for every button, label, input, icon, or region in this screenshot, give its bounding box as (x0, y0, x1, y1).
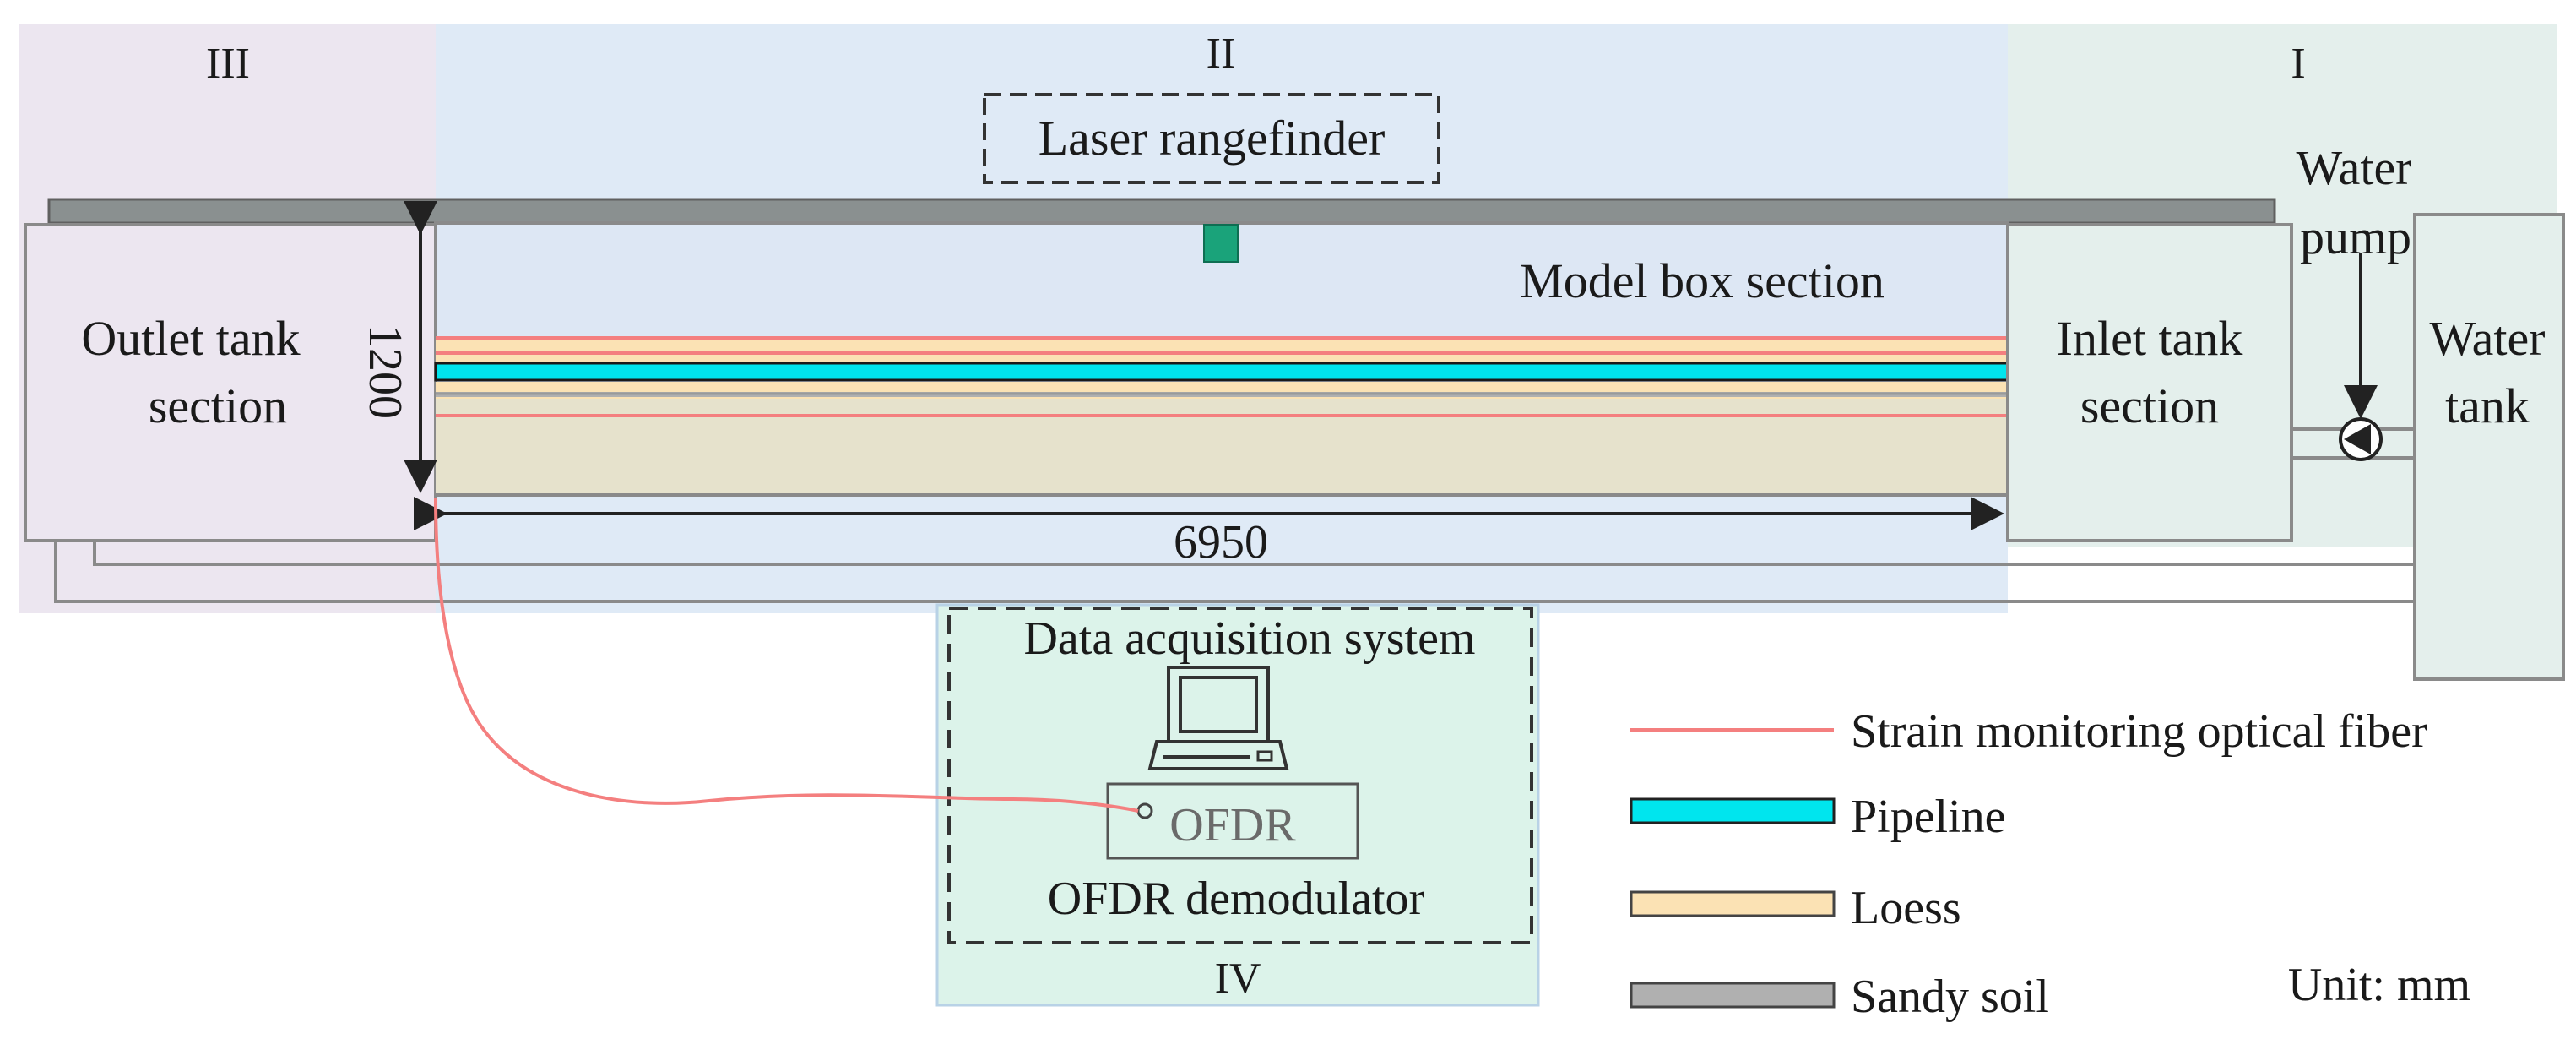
model-box-section-label: Model box section (1520, 253, 1885, 308)
legend-label-fiber: Strain monitoring optical fiber (1851, 705, 2427, 758)
legend-swatch-pipeline (1630, 797, 1836, 824)
length-dimension-label: 6950 (1174, 516, 1268, 568)
legend: Strain monitoring optical fiber Pipeline… (1630, 705, 2427, 1023)
pump-triangle-icon (2344, 424, 2371, 454)
pipeline (434, 362, 2009, 382)
zone-1-label: I (2291, 40, 2305, 88)
loess-layer-upper (436, 336, 2008, 362)
legend-label-loess: Loess (1851, 882, 1961, 934)
unit-label: Unit: mm (2288, 959, 2470, 1011)
zone-3-label: III (206, 40, 250, 88)
outlet-tank-label-line1: Outlet tank (81, 311, 300, 366)
legend-label-pipeline: Pipeline (1851, 791, 2006, 843)
return-pipe-inner (93, 541, 2415, 566)
height-dimension-label: 1200 (359, 324, 411, 419)
zone-4-label: IV (1215, 955, 1261, 1003)
data-acquisition-label: Data acquisition system (1023, 612, 1475, 665)
ofdr-box-label: OFDR (1169, 799, 1296, 851)
outlet-tank-label-line2: section (149, 378, 287, 433)
top-beam (47, 198, 2276, 225)
fiber-lead (434, 498, 1139, 813)
ofdr-demodulator-label: OFDR demodulator (1048, 873, 1425, 925)
laser-rangefinder-label: Laser rangefinder (1039, 111, 1386, 166)
water-tank-label-line1: Water (2429, 311, 2545, 366)
return-pipe-outer (54, 541, 2415, 603)
laser-rangefinder-box (983, 93, 1440, 184)
zone-2-label: II (1207, 30, 1236, 78)
data-acquisition-box (947, 607, 1533, 944)
legend-swatch-loess (1630, 890, 1836, 917)
sandy-soil-layer (436, 399, 2008, 493)
legend-swatch-sandy-soil (1630, 982, 1836, 1009)
water-tank-label-line2: tank (2445, 378, 2530, 433)
water-pump-label-line2: pump (2300, 209, 2411, 264)
inlet-tank-label-line2: section (2080, 378, 2219, 433)
computer-icon (1147, 666, 1289, 770)
outlet-tank (24, 223, 437, 542)
inlet-tank (2006, 223, 2293, 542)
zone-4-background (935, 603, 1540, 1007)
rangefinder-sensor (1203, 224, 1239, 263)
legend-label-sandy-soil: Sandy soil (1851, 971, 2049, 1023)
inlet-tank-label-line1: Inlet tank (2057, 311, 2243, 366)
ofdr-box (1106, 782, 1359, 860)
water-pump-label-line1: Water (2296, 140, 2411, 195)
water-tank (2413, 213, 2565, 681)
